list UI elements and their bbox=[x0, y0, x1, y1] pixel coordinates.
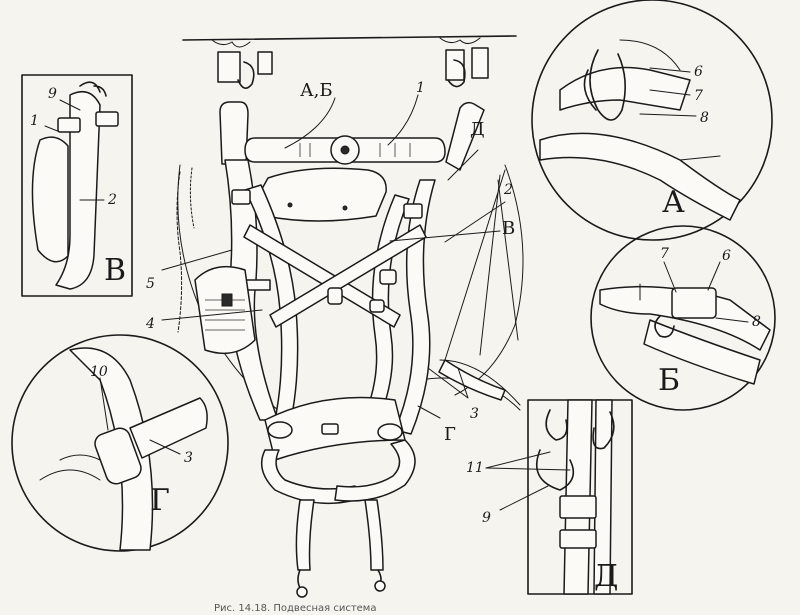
inset-b-num-6: 6 bbox=[722, 248, 731, 264]
inset-v-num-1: 1 bbox=[30, 113, 39, 129]
inset-a-letter: А bbox=[662, 185, 685, 220]
labels: А,Б 1 Д 2 В 5 4 3 Г А 6 7 8 Б 7 6 8 В 9 … bbox=[30, 64, 761, 614]
label-d-main: Д bbox=[470, 119, 485, 140]
label-v-main: В bbox=[502, 218, 515, 239]
figure-caption: Рис. 14.18. Подвесная система bbox=[214, 603, 376, 614]
inset-d-num-11: 11 bbox=[466, 460, 484, 476]
inset-g-num-10: 10 bbox=[90, 364, 108, 380]
inset-v-letter: В bbox=[104, 253, 126, 288]
inset-v bbox=[21, 74, 133, 297]
harness-main bbox=[176, 101, 524, 598]
inset-a-num-6: 6 bbox=[694, 64, 703, 80]
inset-d-letter: Д bbox=[594, 559, 618, 594]
inset-b-num-7: 7 bbox=[660, 246, 669, 262]
label-5: 5 bbox=[146, 276, 155, 292]
inset-d bbox=[485, 399, 633, 595]
inset-d-num-9: 9 bbox=[482, 510, 491, 526]
inset-v-num-2: 2 bbox=[107, 192, 117, 208]
inset-g-letter: Г bbox=[150, 483, 170, 518]
inset-g bbox=[11, 334, 229, 552]
label-ab: А,Б bbox=[300, 80, 333, 101]
inset-a-num-7: 7 bbox=[694, 88, 703, 104]
inset-b bbox=[590, 225, 776, 411]
inset-b-num-8: 8 bbox=[752, 314, 761, 330]
inset-b-letter: Б bbox=[658, 363, 680, 398]
inset-a-num-8: 8 bbox=[700, 110, 709, 126]
inset-a bbox=[531, 0, 773, 241]
inset-v-num-9: 9 bbox=[48, 86, 57, 102]
label-3-main: 3 bbox=[470, 406, 479, 422]
label-g-main: Г bbox=[444, 424, 456, 445]
leader-lines bbox=[161, 94, 506, 419]
label-4: 4 bbox=[145, 316, 155, 332]
top-mount bbox=[182, 35, 517, 89]
inset-g-num-3: 3 bbox=[184, 450, 193, 466]
label-1-main: 1 bbox=[416, 80, 425, 96]
label-2-main: 2 bbox=[503, 182, 513, 198]
